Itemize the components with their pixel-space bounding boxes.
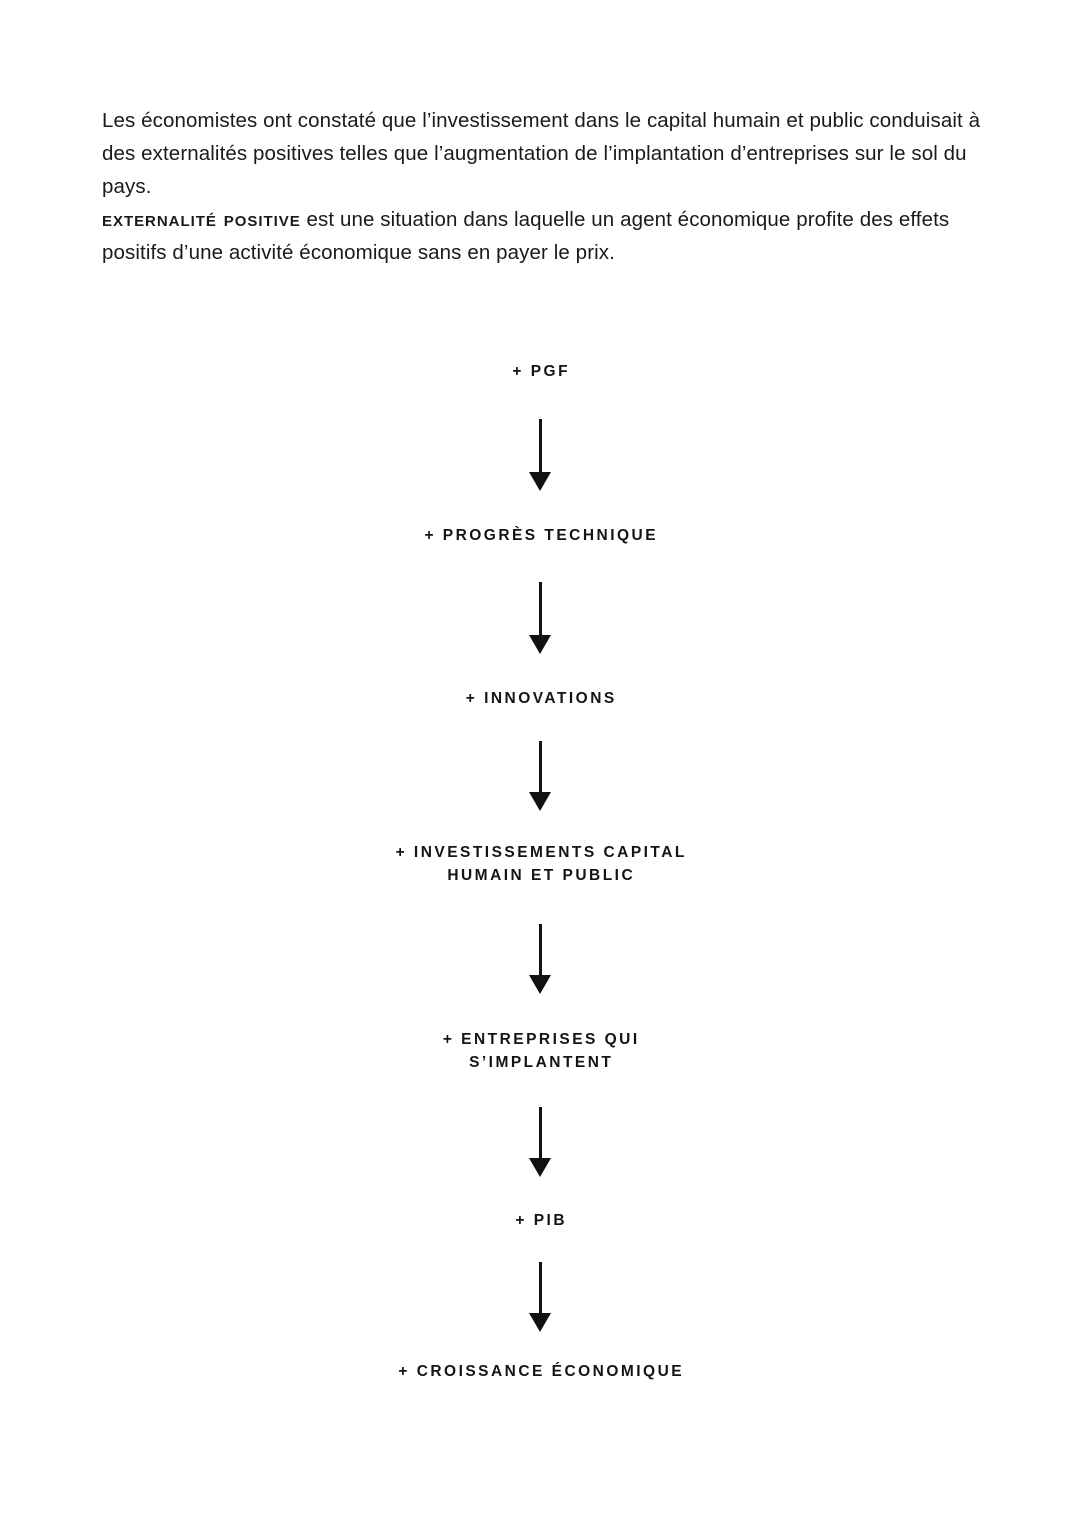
- arrow-head-down-icon: [529, 635, 551, 654]
- flow-arrow-pib-to-croissance: [523, 1262, 557, 1332]
- flow-node-entreprises: + ENTREPRISES QUI S’IMPLANTENT: [442, 1031, 640, 1071]
- definition-term: Externalité positive: [102, 207, 301, 231]
- arrow-shaft: [538, 924, 542, 977]
- definition-text: est une situation dans laquelle un agent…: [102, 208, 950, 264]
- flow-arrow-innovations-to-investissements: [523, 741, 557, 811]
- flow-arrow-pgf-to-progres-technique: [523, 419, 557, 491]
- arrow-shaft: [538, 741, 542, 794]
- flow-node-pgf: + PGF: [512, 363, 571, 380]
- flow-arrow-investissements-to-entreprises: [523, 924, 557, 994]
- arrow-head-down-icon: [529, 1313, 551, 1332]
- flow-arrow-entreprises-to-pib: [523, 1107, 557, 1177]
- flow-node-progres-technique: + PROGRÈS TECHNIQUE: [424, 527, 659, 544]
- flow-node-innovations: + INNOVATIONS: [465, 690, 617, 707]
- intro-text-block: Les économistes ont constaté que l’inves…: [102, 104, 982, 269]
- arrow-head-down-icon: [529, 792, 551, 811]
- definition-paragraph: Externalité positive est une situation d…: [102, 203, 982, 269]
- intro-paragraph: Les économistes ont constaté que l’inves…: [102, 109, 981, 198]
- arrow-shaft: [538, 419, 542, 474]
- arrow-shaft: [538, 1107, 542, 1160]
- arrow-shaft: [538, 582, 542, 637]
- flow-node-croissance: + CROISSANCE ÉCONOMIQUE: [398, 1363, 685, 1380]
- flow-node-pib: + PIB: [515, 1212, 568, 1229]
- flow-node-investissements: + INVESTISSEMENTS CAPITAL HUMAIN ET PUBL…: [395, 844, 687, 884]
- arrow-head-down-icon: [529, 472, 551, 491]
- flow-arrow-progres-technique-to-innovations: [523, 582, 557, 654]
- arrow-head-down-icon: [529, 975, 551, 994]
- arrow-shaft: [538, 1262, 542, 1315]
- arrow-head-down-icon: [529, 1158, 551, 1177]
- flow-diagram: + PGF + PROGRÈS TECHNIQUE + INNOVATIONS …: [0, 360, 1080, 1383]
